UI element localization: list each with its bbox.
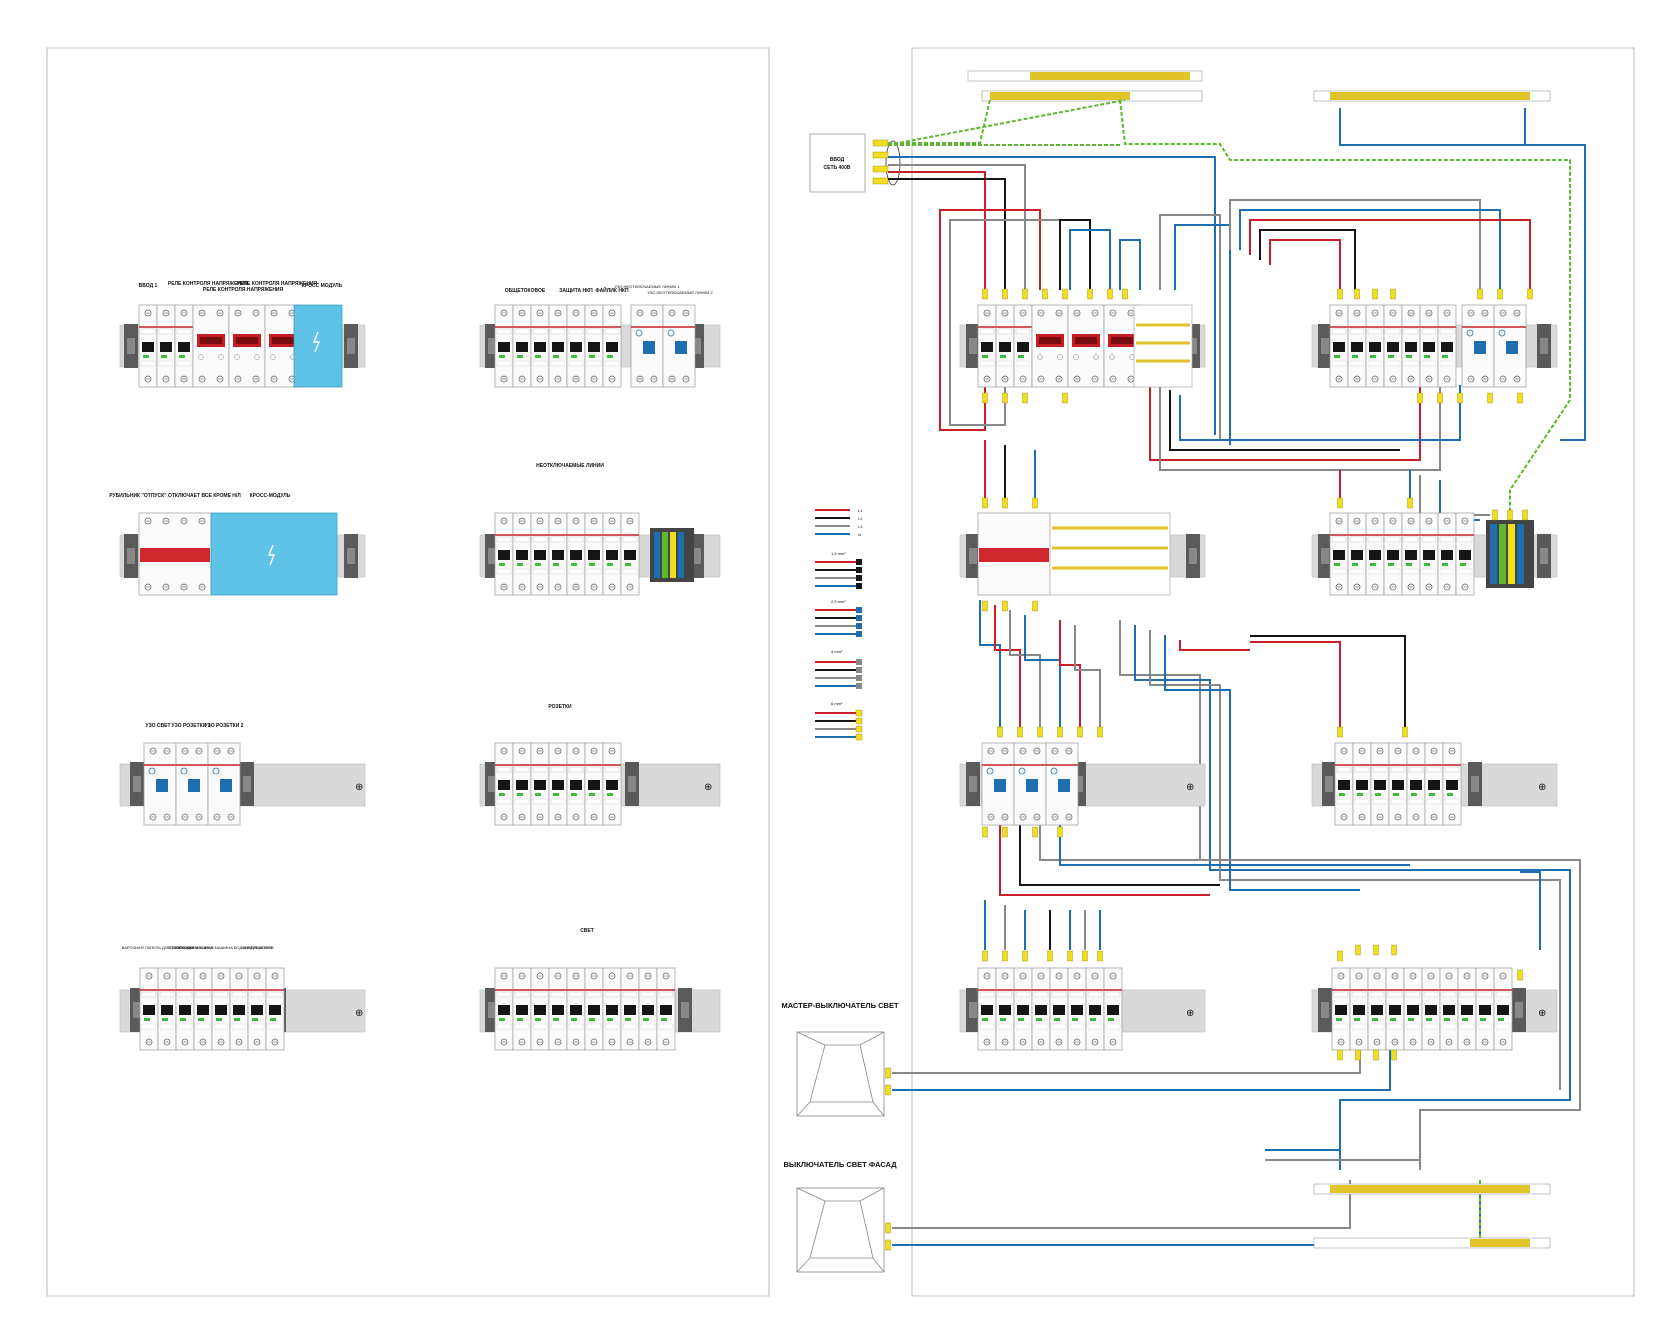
- vacation-switch: [138, 512, 212, 596]
- legend-section-2: 2,5 mm²: [831, 599, 846, 604]
- svg-text:⊕: ⊕: [704, 782, 712, 793]
- panel-r2-left: [959, 497, 1206, 612]
- label-rcd-sockets-2: УЗО РОЗЕТКИ 2: [205, 723, 244, 729]
- cross-module-bus-2: [1049, 512, 1171, 596]
- busbar-bottom: [1313, 1183, 1551, 1249]
- terminal-block-2: [1486, 520, 1534, 588]
- label-file: ФАЙЛИК НКП: [595, 286, 629, 294]
- label-protection: ЗАЩИТА НКП: [559, 288, 593, 294]
- label-relay-2: РЕЛЕ КОНТРОЛЯ НАПРЯЖЕНИЯ: [203, 287, 284, 293]
- label-rcd-1: УЗО НЕОТКЛЮЧАЕМЫЕ ЛИНИИ 1: [614, 284, 680, 289]
- label-rcd-sockets-1: УЗО РОЗЕТКИ 1: [172, 723, 211, 729]
- label-general: ОБЩЕТОКОВОЕ: [505, 288, 546, 294]
- facade-switch-label: ВЫКЛЮЧАТЕЛЬ СВЕТ ФАСАД: [783, 1160, 897, 1169]
- legend-n: N: [858, 532, 861, 537]
- cross-module-bus: [1133, 304, 1193, 388]
- input-title: ВВОД: [830, 157, 845, 163]
- svg-text:⊕: ⊕: [355, 1008, 363, 1019]
- panel-row2-left: РУБИЛЬНИК "ОТПУСК" ОТКЛЮЧАЕТ ВСЕ КРОМЕ Н…: [109, 493, 366, 596]
- svg-text:⊕: ⊕: [1538, 782, 1546, 793]
- label-cooktop: ВАРОЧНАЯ ПАНЕЛЬ ДУХОВОЙ ШКАФ: [122, 945, 195, 950]
- legend-l3: L3: [858, 524, 863, 529]
- panel-r1-right: [1311, 288, 1558, 404]
- master-switch: МАСТЕР-ВЫКЛЮЧАТЕЛЬ СВЕТ: [781, 1001, 899, 1117]
- panel-r1-left: [959, 288, 1206, 404]
- label-light: СВЕТ: [580, 928, 594, 934]
- label-rcd-2: УЗО НЕОТКЛЮЧАЕМЫЕ ЛИНИИ 2: [647, 290, 713, 295]
- label-cross-module-2: КРОСС-МОДУЛЬ: [250, 493, 291, 499]
- panel-r4-left: ⊕: [959, 950, 1206, 1050]
- right-sheet-frame: [911, 47, 1635, 1297]
- mains-input: ВВОД СЕТЬ 400В: [809, 133, 901, 193]
- legend-l2: L2: [858, 516, 863, 521]
- svg-text:⊕: ⊕: [1186, 1008, 1194, 1019]
- panel-row1-right: ОБЩЕТОКОВОЕ ЗАЩИТА НКП ФАЙЛИК НКП УЗО НЕ…: [479, 284, 721, 387]
- busbar-n-top: [1313, 90, 1551, 102]
- label-rcd-light: УЗО СВЕТ: [145, 723, 170, 729]
- panel-row4-right: СВЕТ: [479, 928, 721, 1050]
- master-switch-label: МАСТЕР-ВЫКЛЮЧАТЕЛЬ СВЕТ: [781, 1001, 898, 1010]
- label-dishwasher: ПОСУДОМОЕЧНАЯ МАШИНА ВОДОНАГРЕВАТЕЛЬ: [176, 945, 274, 950]
- busbar-pe-top: [967, 70, 1203, 102]
- label-cross-module: КРОСС МОДУЛЬ: [302, 283, 343, 289]
- label-relay-1: РЕЛЕ КОНТРОЛЯ НАПРЯЖЕНИЯ: [168, 281, 249, 287]
- legend-section-4: 6 mm²: [831, 701, 843, 706]
- label-aircon: КОНДИЦИОНЕР: [242, 945, 273, 950]
- label-vacation-switch: РУБИЛЬНИК "ОТПУСК" ОТКЛЮЧАЕТ ВСЕ КРОМЕ Н…: [109, 493, 241, 499]
- label-sockets: РОЗЕТКИ: [548, 704, 572, 710]
- label-relay-3: РЕЛЕ КОНТРОЛЯ НАПРЯЖЕНИЯ: [237, 281, 318, 287]
- input-subtitle: СЕТЬ 400В: [824, 165, 851, 171]
- left-sheet-frame: [46, 47, 770, 1297]
- panel-row2-right: НЕОТКЛЮЧАЕМЫЕ ЛИНИИ: [479, 463, 721, 595]
- panel-row3-left: ⊕ УЗО СВЕТ УЗО РОЗЕТКИ 1 УЗО РОЗЕТКИ 2: [119, 723, 366, 825]
- panel-row4-left: ⊕ ВАРОЧНАЯ ПАНЕЛЬ ДУХОВОЙ ШКАФ СТИРАЛЬНА…: [119, 945, 366, 1050]
- facade-switch: ВЫКЛЮЧАТЕЛЬ СВЕТ ФАСАД: [783, 1160, 897, 1273]
- svg-text:⊕: ⊕: [1186, 782, 1194, 793]
- panel-r2-right: [1311, 497, 1558, 595]
- terminal-block: [650, 528, 694, 582]
- panel-r3-left: ⊕: [959, 726, 1206, 838]
- legend-section-1: 1,5 mm²: [831, 551, 846, 556]
- panel-row1-left: ВВОД 1 РЕЛЕ КОНТРОЛЯ НАПРЯЖЕНИЯ РЕЛЕ КОН…: [119, 281, 366, 387]
- cross-module: [210, 512, 338, 596]
- label-intake: ВВОД 1: [139, 283, 158, 289]
- svg-text:⊕: ⊕: [1538, 1008, 1546, 1019]
- label-washer: СТИРАЛЬНАЯ МАШИНА: [167, 945, 213, 950]
- svg-text:⊕: ⊕: [355, 782, 363, 793]
- panel-r3-right: ⊕: [1311, 726, 1558, 825]
- legend-section-3: 4 mm²: [831, 649, 843, 654]
- panel-r4-right: ⊕: [1311, 944, 1558, 1061]
- legend: L1 L2 L3 N 1,5 mm² 2,5 mm² 4 mm² 6 mm²: [815, 508, 863, 741]
- panel-row3-right: ⊕ РОЗЕТКИ: [479, 704, 721, 825]
- label-non-disconnectable: НЕОТКЛЮЧАЕМЫЕ ЛИНИИ: [536, 463, 604, 469]
- legend-l1: L1: [858, 508, 863, 513]
